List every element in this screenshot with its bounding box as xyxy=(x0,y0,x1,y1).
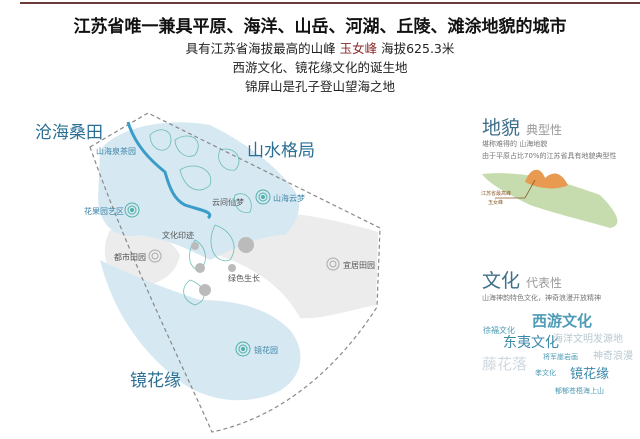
mountain-profile xyxy=(525,169,568,189)
culture-title: 文化 xyxy=(482,270,521,292)
top-divider xyxy=(20,2,640,4)
target-icon xyxy=(255,189,271,205)
region-label-canghai: 沧海桑田 xyxy=(35,123,103,143)
landform-legend-1: 江苏省最高峰 xyxy=(481,191,512,197)
target-icon xyxy=(235,341,251,357)
legend-leader xyxy=(495,179,536,199)
culture-word: 海洋文明发源地 xyxy=(553,334,623,345)
region-label-shanshui: 山水格局 xyxy=(247,141,315,161)
target-icon xyxy=(326,257,340,271)
landform-map xyxy=(482,173,618,228)
landform-legend-2: 玉女峰 xyxy=(488,200,504,206)
landform-tag: 典型性 xyxy=(526,123,563,137)
zone-label: 云间仙梦 xyxy=(212,198,244,207)
region-label-jinghua: 镜花缘 xyxy=(130,371,181,391)
zone-label: 花果园艺区 xyxy=(84,207,124,216)
culture-tag: 代表性 xyxy=(526,276,563,290)
landform-heading: 地貌典型性 xyxy=(482,113,562,140)
target-icons xyxy=(124,189,340,357)
culture-word: 郁郁苍梧海上山 xyxy=(555,387,604,395)
zone-label: 都市田园 xyxy=(114,253,146,262)
landform-line-2: 由于平原占比70%的江苏省具有地貌典型性 xyxy=(482,152,617,160)
culture-word: 镜花缘 xyxy=(570,367,610,382)
landform-title: 地貌 xyxy=(482,117,521,139)
water-area-south xyxy=(100,260,301,401)
zone-label: 宜居田园 xyxy=(343,261,375,270)
culture-word: 孝文化 xyxy=(535,369,556,377)
landform-line-1: 堪称难得的 山海地貌 xyxy=(482,140,548,148)
subtitle-line-1: 具有江苏省海拔最高的山峰 玉女峰 海拔625.3米 xyxy=(0,38,640,57)
peak-name: 玉女峰 xyxy=(339,41,378,56)
culture-word: 西游文化 xyxy=(532,312,593,330)
culture-word: 藤花落 xyxy=(482,355,528,373)
hill-markers xyxy=(191,237,254,296)
culture-heading: 文化代表性 xyxy=(482,266,562,293)
culture-line-1: 山海神韵特色文化，神奇浪漫开放精神 xyxy=(482,294,601,302)
culture-word: 东夷文化 xyxy=(503,335,559,351)
line1-prefix: 具有江苏省海拔最高的山峰 xyxy=(185,41,336,56)
target-icon xyxy=(124,202,140,218)
zone-label: 绿色生长 xyxy=(228,274,260,283)
zone-label: 文化印迹 xyxy=(162,231,194,240)
subtitle-line-3: 锦屏山是孔子登山望海之地 xyxy=(244,79,395,94)
zone-label: 山海泉茶园 xyxy=(96,147,136,156)
zone-label: 镜花园 xyxy=(254,346,278,355)
subtitle-line-2: 西游文化、镜花缘文化的诞生地 xyxy=(232,60,408,75)
culture-word: 神奇浪漫 xyxy=(593,351,633,362)
culture-word: 徐福文化 xyxy=(483,326,515,335)
page-title: 江苏省唯一兼具平原、海洋、山岳、河湖、丘陵、滩涂地貌的城市 xyxy=(73,17,567,37)
district-boundary xyxy=(89,112,381,433)
line1-suffix: 海拔625.3米 xyxy=(381,41,455,56)
culture-word: 将军崖岩画 xyxy=(543,353,578,361)
zone-label: 山海云梦 xyxy=(273,194,305,203)
target-icon xyxy=(148,249,162,263)
river xyxy=(126,121,212,220)
